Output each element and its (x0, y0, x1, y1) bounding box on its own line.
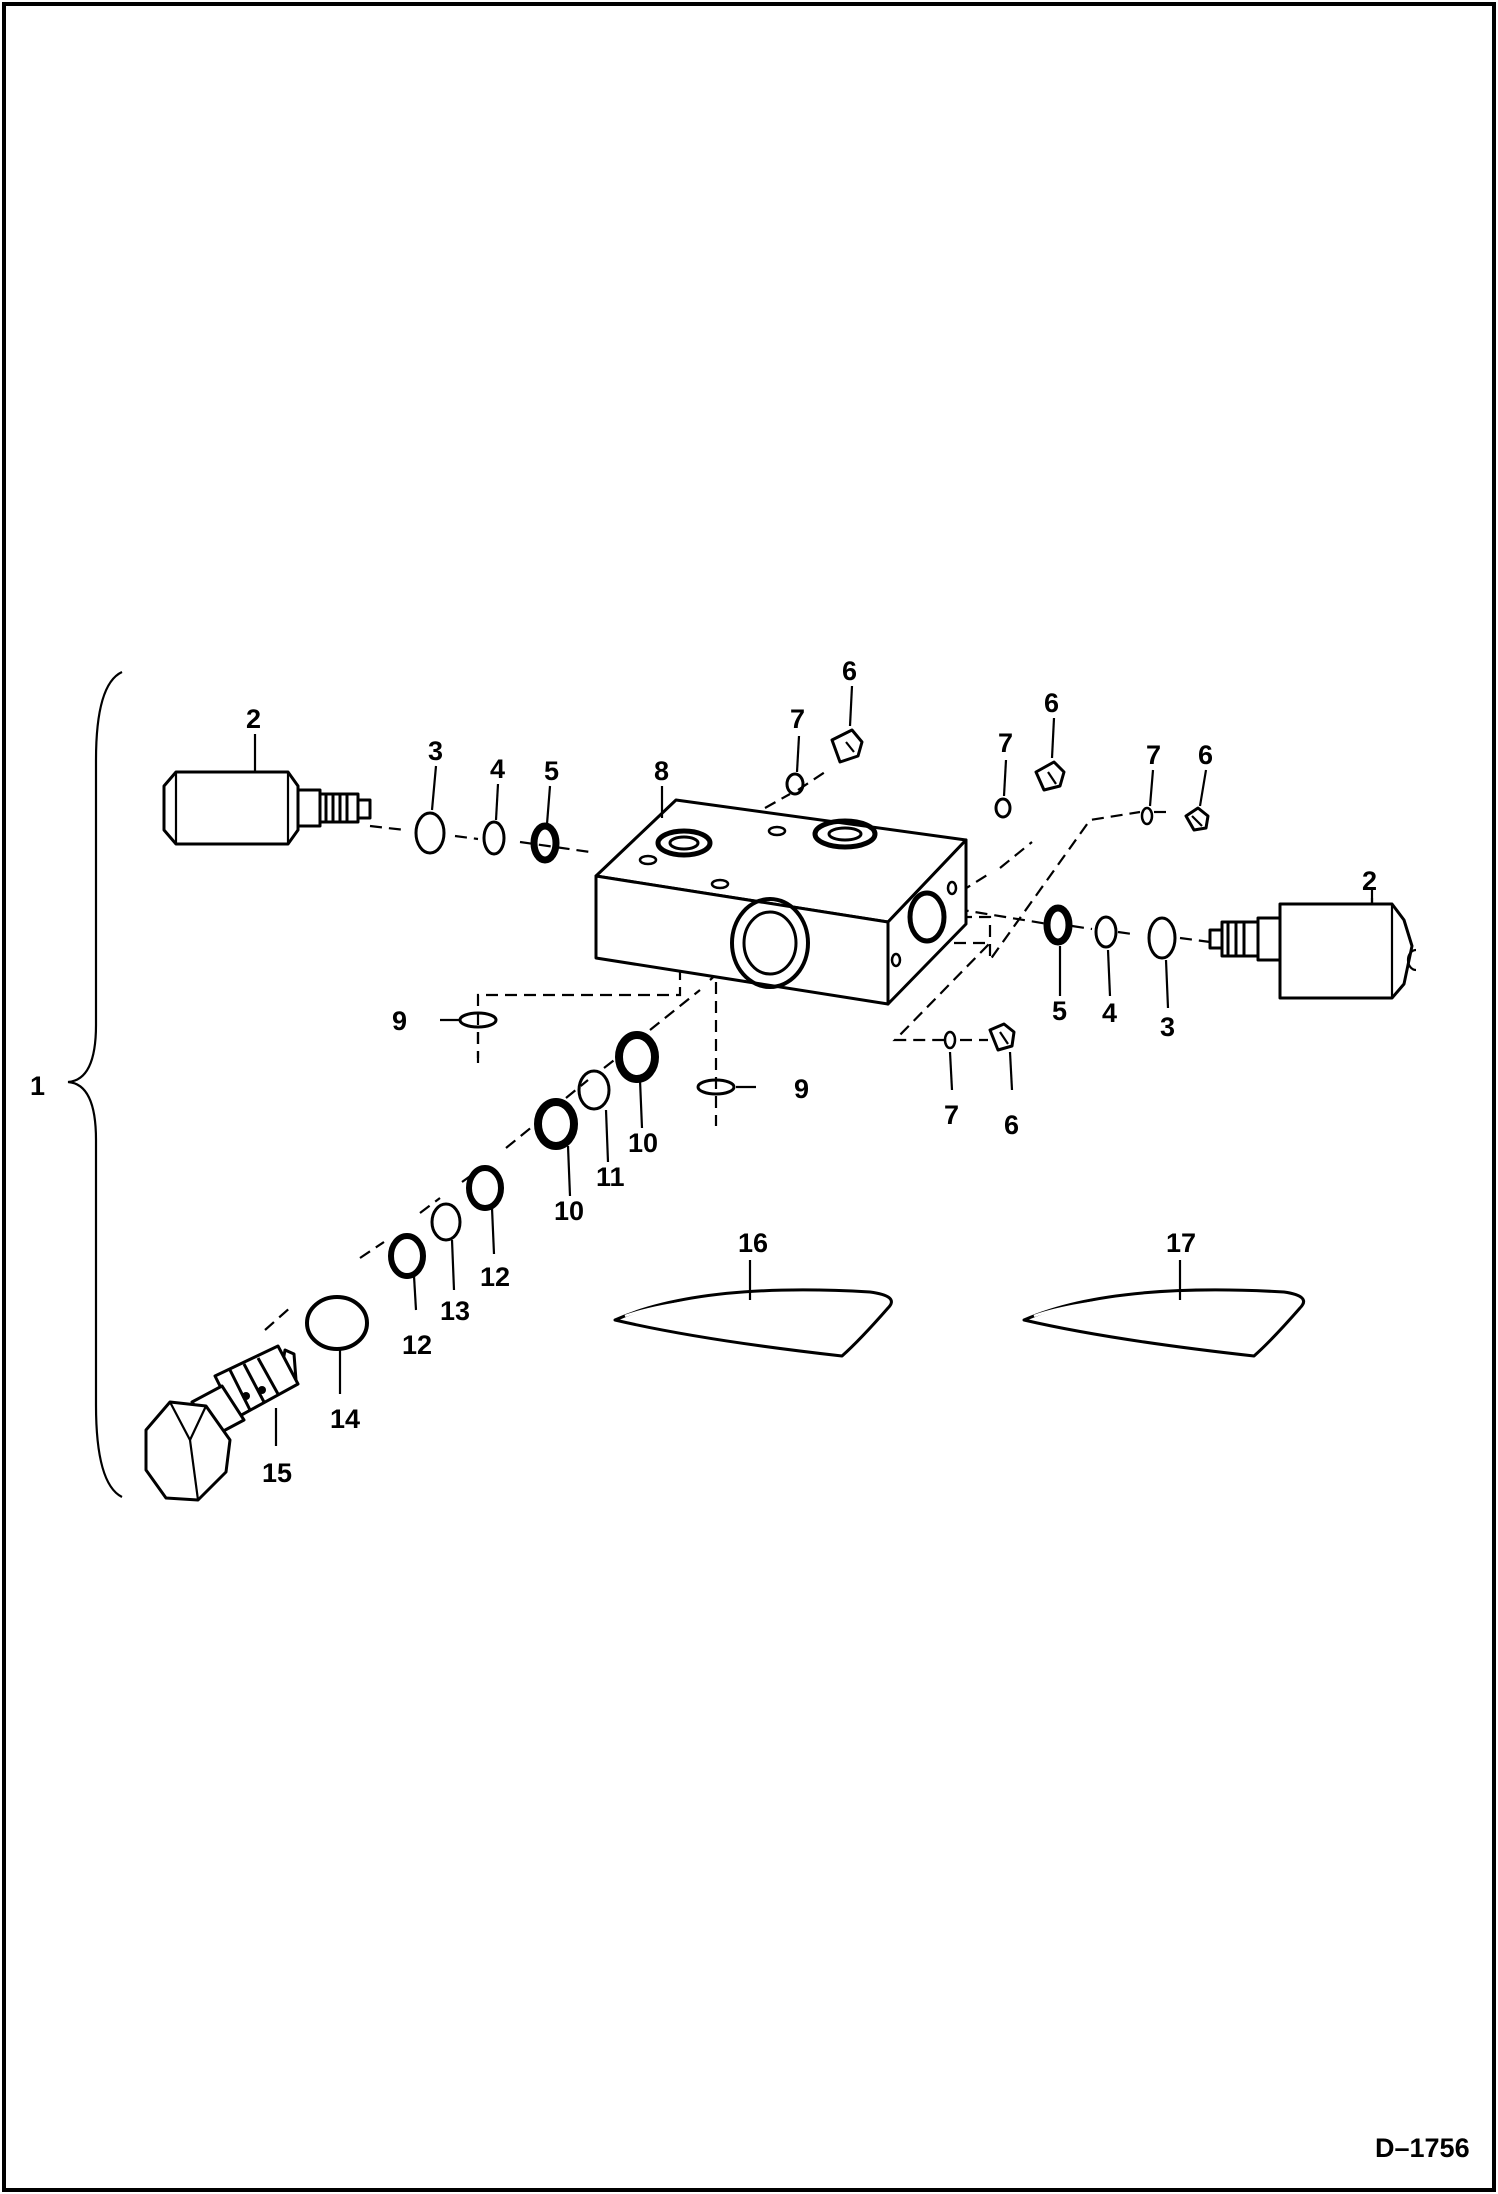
plug-6-a (830, 728, 864, 764)
oring-4-left (482, 820, 506, 856)
ring-12-b (388, 1233, 426, 1279)
callout-6-b: 6 (1044, 688, 1059, 718)
oring-4-right (1094, 915, 1118, 949)
callout-4-left: 4 (490, 754, 505, 784)
oring-14 (305, 1295, 369, 1351)
oring-9-right (696, 1078, 736, 1096)
plug-6-d (988, 1022, 1016, 1052)
ring-10-b (534, 1098, 578, 1150)
callout-13: 13 (440, 1296, 470, 1326)
relief-valve-left (162, 770, 372, 846)
callout-12-a: 12 (480, 1262, 510, 1292)
callout-15: 15 (262, 1458, 292, 1488)
callout-6-c: 6 (1198, 740, 1213, 770)
callout-6-a: 6 (842, 656, 857, 686)
ring-5-right (1043, 904, 1073, 946)
figure-id: D–1756 (1375, 2133, 1470, 2163)
callout-10-b: 10 (554, 1196, 584, 1226)
oring-7-a (785, 772, 805, 796)
plug-6-c (1184, 806, 1210, 832)
callout-17: 17 (1166, 1228, 1196, 1258)
callout-4-right: 4 (1102, 998, 1117, 1028)
decal-16 (613, 1288, 893, 1358)
oring-7-d (943, 1030, 957, 1050)
callout-9-right: 9 (794, 1074, 809, 1104)
callout-7-b: 7 (998, 728, 1013, 758)
callout-7-c: 7 (1146, 740, 1161, 770)
ring-11 (577, 1069, 611, 1111)
callout-16: 16 (738, 1228, 768, 1258)
callout-2-left: 2 (246, 704, 261, 734)
plug-6-b (1034, 760, 1066, 792)
cartridge-15 (144, 1344, 300, 1502)
oring-3-right (1147, 916, 1177, 960)
callout-5-left: 5 (544, 756, 559, 786)
callout-2-right: 2 (1362, 866, 1377, 896)
callout-7-d: 7 (944, 1100, 959, 1130)
callout-5-right: 5 (1052, 996, 1067, 1026)
valve-body (594, 798, 968, 1006)
relief-valve-right (1208, 902, 1417, 1000)
decal-17 (1022, 1288, 1305, 1358)
leader-lines (253, 685, 1374, 1446)
callout-12-b: 12 (402, 1330, 432, 1360)
callout-6-d: 6 (1004, 1110, 1019, 1140)
callout-9-left: 9 (392, 1006, 407, 1036)
ring-13 (430, 1202, 462, 1242)
callout-14: 14 (330, 1404, 360, 1434)
callout-3-left: 3 (428, 736, 443, 766)
ring-5-left (530, 822, 560, 864)
oring-3-left (414, 811, 446, 855)
callout-1: 1 (30, 1071, 45, 1101)
callout-labels: 1 2 3 4 5 8 7 6 7 6 7 6 2 5 4 3 9 9 7 6 … (30, 656, 1470, 2163)
assembly-bracket (67, 671, 123, 1498)
oring-7-c (1140, 806, 1154, 826)
callout-3-right: 3 (1160, 1012, 1175, 1042)
callout-10-a: 10 (628, 1128, 658, 1158)
callout-8: 8 (654, 756, 669, 786)
oring-7-b (994, 797, 1012, 819)
callout-11: 11 (596, 1162, 625, 1192)
callout-7-a: 7 (790, 704, 805, 734)
ring-12-a (466, 1165, 504, 1211)
ring-10-a (615, 1031, 659, 1083)
